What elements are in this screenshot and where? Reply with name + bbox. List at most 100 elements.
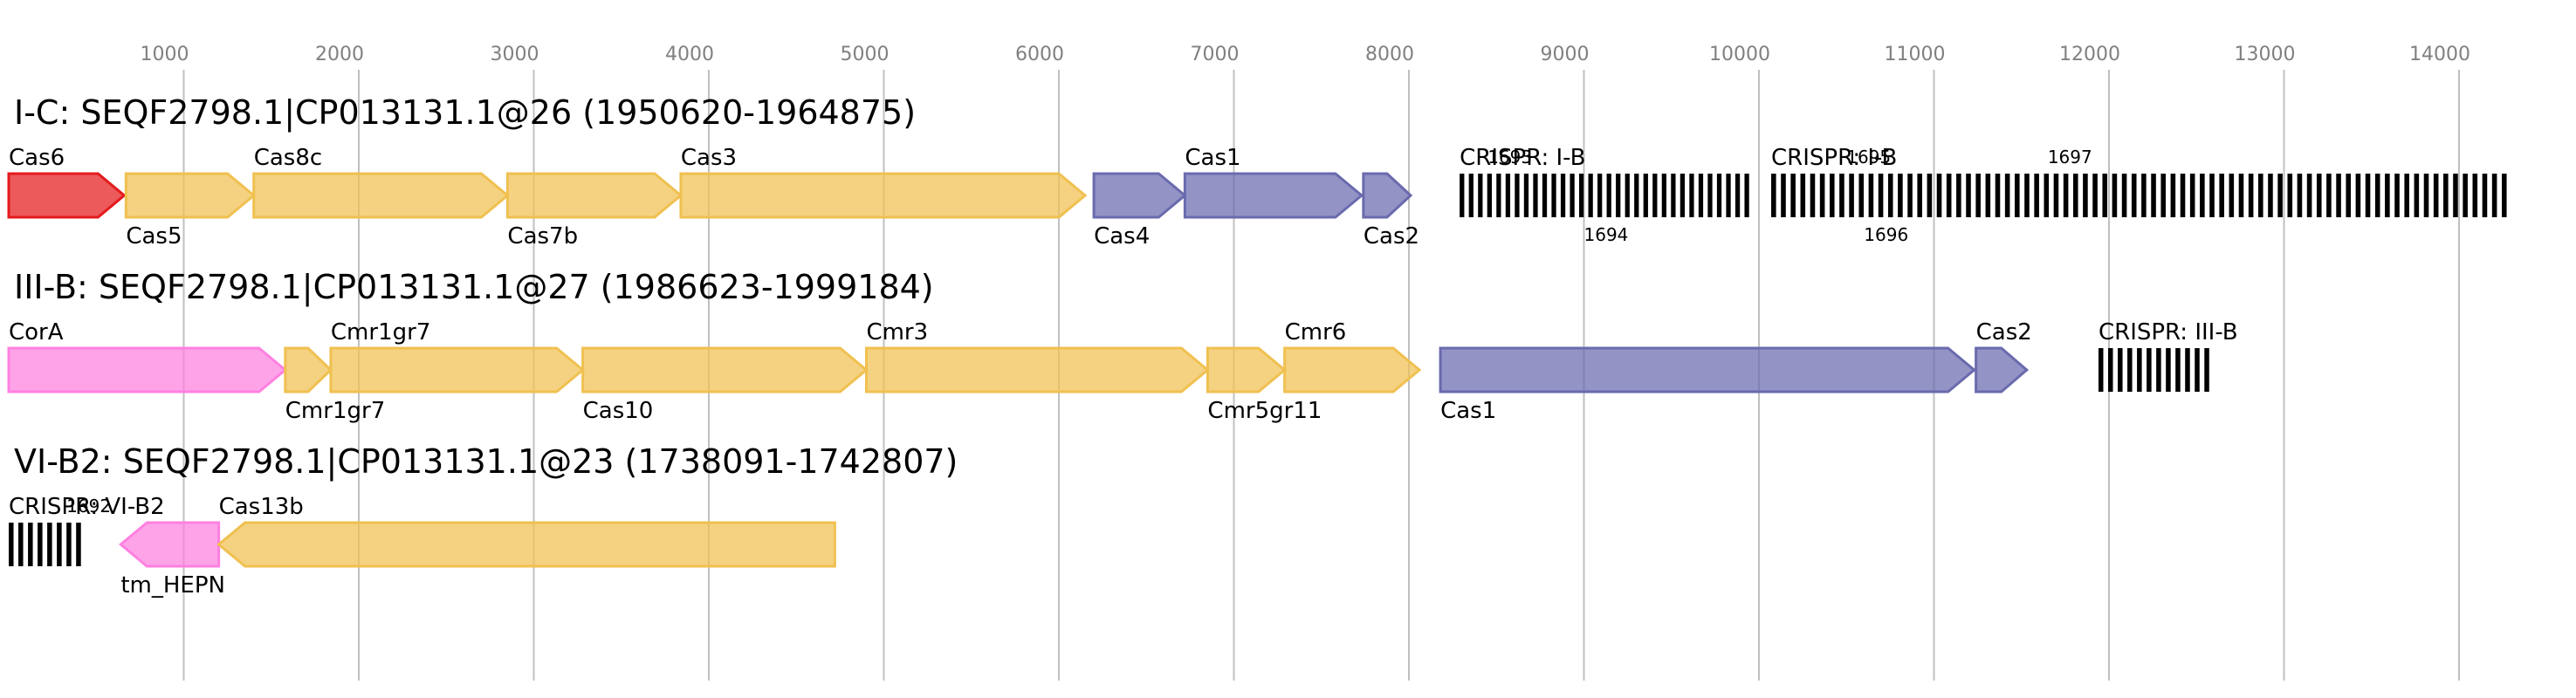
gene-arrow-cas3[interactable] — [679, 172, 1088, 219]
gene-arrow-cas1[interactable] — [1183, 172, 1364, 219]
tick-label-14000: 14000 — [2409, 44, 2470, 65]
crispr-repeat-bar — [1496, 174, 1501, 217]
crispr-repeat-bar — [1634, 174, 1639, 217]
crispr-number: 1693 — [1487, 147, 1532, 168]
crispr-repeat-bar — [2098, 348, 2104, 392]
crispr-repeat-bar — [1966, 174, 1971, 217]
crispr-repeat-bar — [18, 523, 24, 566]
crispr-repeat-bar — [2121, 174, 2127, 217]
crispr-repeat-bar — [1800, 174, 1806, 217]
crispr-repeat-bar — [2127, 348, 2133, 392]
crispr-repeat-bar — [2423, 174, 2429, 217]
crispr-repeat-bar — [2374, 174, 2380, 217]
crispr-repeat-bar — [1716, 174, 1722, 217]
crispr-label: CRISPR: I-B — [1460, 145, 1585, 171]
crispr-repeat-bar — [1858, 174, 1865, 217]
track-0: I-C: SEQF2798.1|CP013131.1@26 (1950620-1… — [7, 93, 2507, 250]
gene-arrow-cmr1gr7[interactable] — [329, 346, 585, 393]
crispr-repeat-bar — [2443, 174, 2449, 217]
gene-arrow-cas4[interactable] — [1092, 172, 1187, 219]
crispr-repeat-bar — [76, 523, 81, 566]
gene-label-cas10: Cas10 — [583, 398, 654, 424]
gene-arrow-cmr1gr7[interactable] — [284, 346, 333, 393]
gene-arrow-cas1[interactable] — [1439, 346, 1976, 393]
gene-arrow-cmr5gr11[interactable] — [1206, 346, 1287, 393]
gene-arrow-cas13b[interactable] — [216, 521, 836, 568]
tick-label-11000: 11000 — [1885, 44, 1946, 65]
gene-arrow-cas8c[interactable] — [252, 172, 510, 219]
crispr-repeat-bar — [1781, 174, 1786, 217]
crispr-repeat-bar — [2112, 174, 2118, 217]
crispr-repeat-bar — [1810, 174, 1816, 217]
crispr-repeat-bar — [1588, 174, 1593, 217]
crispr-number: 1692 — [66, 496, 111, 517]
crispr-repeat-bar — [2209, 174, 2215, 217]
tick-label-2000: 2000 — [315, 44, 364, 65]
gene-arrow-cas2[interactable] — [1362, 172, 1413, 219]
crispr-repeat-bar — [2092, 174, 2098, 217]
crispr-repeat-bar — [1643, 174, 1648, 217]
track-1: III-B: SEQF2798.1|CP013131.1@27 (1986623… — [7, 268, 2238, 424]
gene-arrow-cas2[interactable] — [1975, 346, 2030, 393]
gene-label-cas3: Cas3 — [681, 145, 737, 171]
gene-label-cmr5gr11: Cmr5gr11 — [1207, 398, 1322, 424]
gene-label-cmr1gr7: Cmr1gr7 — [285, 398, 385, 424]
crispr-repeat-bar — [2131, 174, 2137, 217]
crispr-repeat-bar — [1468, 174, 1473, 217]
crispr-repeat-bar — [1671, 174, 1676, 217]
crispr-repeat-bar — [2200, 174, 2205, 217]
crispr-repeat-bar — [1542, 174, 1548, 217]
crispr-repeat-bar — [2015, 174, 2020, 217]
crispr-repeat-bar — [1616, 174, 1621, 217]
crispr-repeat-bar — [1735, 174, 1741, 217]
crispr-repeat-bar — [2229, 174, 2235, 217]
crispr-repeat-bar — [2355, 174, 2361, 217]
crispr-repeat-bar — [2248, 174, 2254, 217]
crispr-repeat-bar — [2166, 348, 2171, 392]
crispr-repeat-bar — [2102, 174, 2108, 217]
crispr-repeat-bar — [1523, 174, 1529, 217]
gene-label-cas6: Cas6 — [9, 145, 65, 171]
gene-label-cas7b: Cas7b — [507, 223, 578, 250]
crispr-repeat-bar — [2044, 174, 2050, 217]
crispr-repeat-bar — [1460, 174, 1465, 217]
gene-label-cas4: Cas4 — [1094, 223, 1150, 250]
gene-label-cas5: Cas5 — [126, 223, 182, 250]
crispr-label: CRISPR: VI-B2 — [9, 494, 165, 520]
crispr-repeat-bar — [66, 523, 72, 566]
gene-arrow-cas7b[interactable] — [505, 172, 683, 219]
gene-arrow-cas5[interactable] — [124, 172, 257, 219]
crispr-repeat-bar — [1927, 174, 1933, 217]
crispr-repeat-bar — [2482, 174, 2488, 217]
gene-arrow-cas6[interactable] — [7, 172, 127, 219]
gene-arrow-cas10[interactable] — [581, 346, 869, 393]
crispr-repeat-bar — [2147, 348, 2152, 392]
crispr-repeat-bar — [2404, 174, 2409, 217]
crispr-repeat-bar — [2316, 174, 2322, 217]
gene-arrow-cmr6[interactable] — [1283, 346, 1422, 393]
crispr-label: CRISPR: III-B — [2099, 319, 2238, 346]
crispr-repeat-bar — [1956, 174, 1961, 217]
crispr-repeat-bar — [1790, 174, 1796, 217]
gene-arrow-cora[interactable] — [7, 346, 288, 393]
gene-label-cas1: Cas1 — [1440, 398, 1496, 424]
crispr-repeat-bar — [2258, 174, 2263, 217]
crispr-repeat-bar — [1680, 174, 1686, 217]
crispr-repeat-bar — [1560, 174, 1566, 217]
crispr-repeat-bar — [1887, 174, 1893, 217]
crispr-repeat-bar — [2034, 174, 2039, 217]
crispr-label: CRISPR: I-B — [1771, 145, 1897, 171]
crispr-array[interactable]: CRISPR: III-B — [2098, 319, 2238, 392]
crispr-repeat-bar — [1570, 174, 1575, 217]
tick-label-6000: 6000 — [1015, 44, 1064, 65]
gene-arrow-cmr3[interactable] — [864, 346, 1210, 393]
crispr-repeat-bar — [47, 523, 52, 566]
tick-label-7000: 7000 — [1191, 44, 1240, 65]
tick-label-9000: 9000 — [1541, 44, 1590, 65]
gene-arrow-tm_hepn[interactable] — [118, 521, 221, 568]
